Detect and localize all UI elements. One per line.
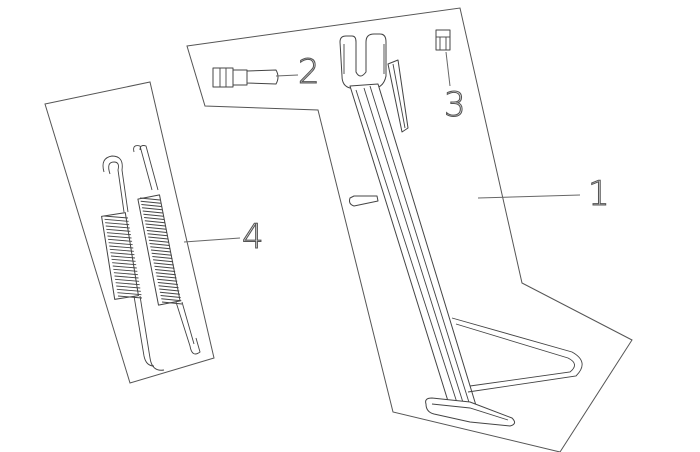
leader-1 (477, 194, 581, 199)
kickstand-part (339, 33, 583, 427)
springs-part (101, 145, 201, 371)
springs-panel (44, 81, 215, 384)
leader-2 (275, 74, 299, 77)
callout-1: 1 (588, 174, 610, 214)
bolt-part (212, 67, 279, 88)
coil-winding-lines (103, 197, 183, 305)
leader-4 (183, 237, 241, 243)
callout-3: 3 (444, 85, 466, 125)
nut-part (435, 29, 451, 51)
leader-3 (445, 51, 451, 87)
callout-4: 4 (242, 217, 264, 257)
callout-2: 2 (298, 52, 320, 92)
